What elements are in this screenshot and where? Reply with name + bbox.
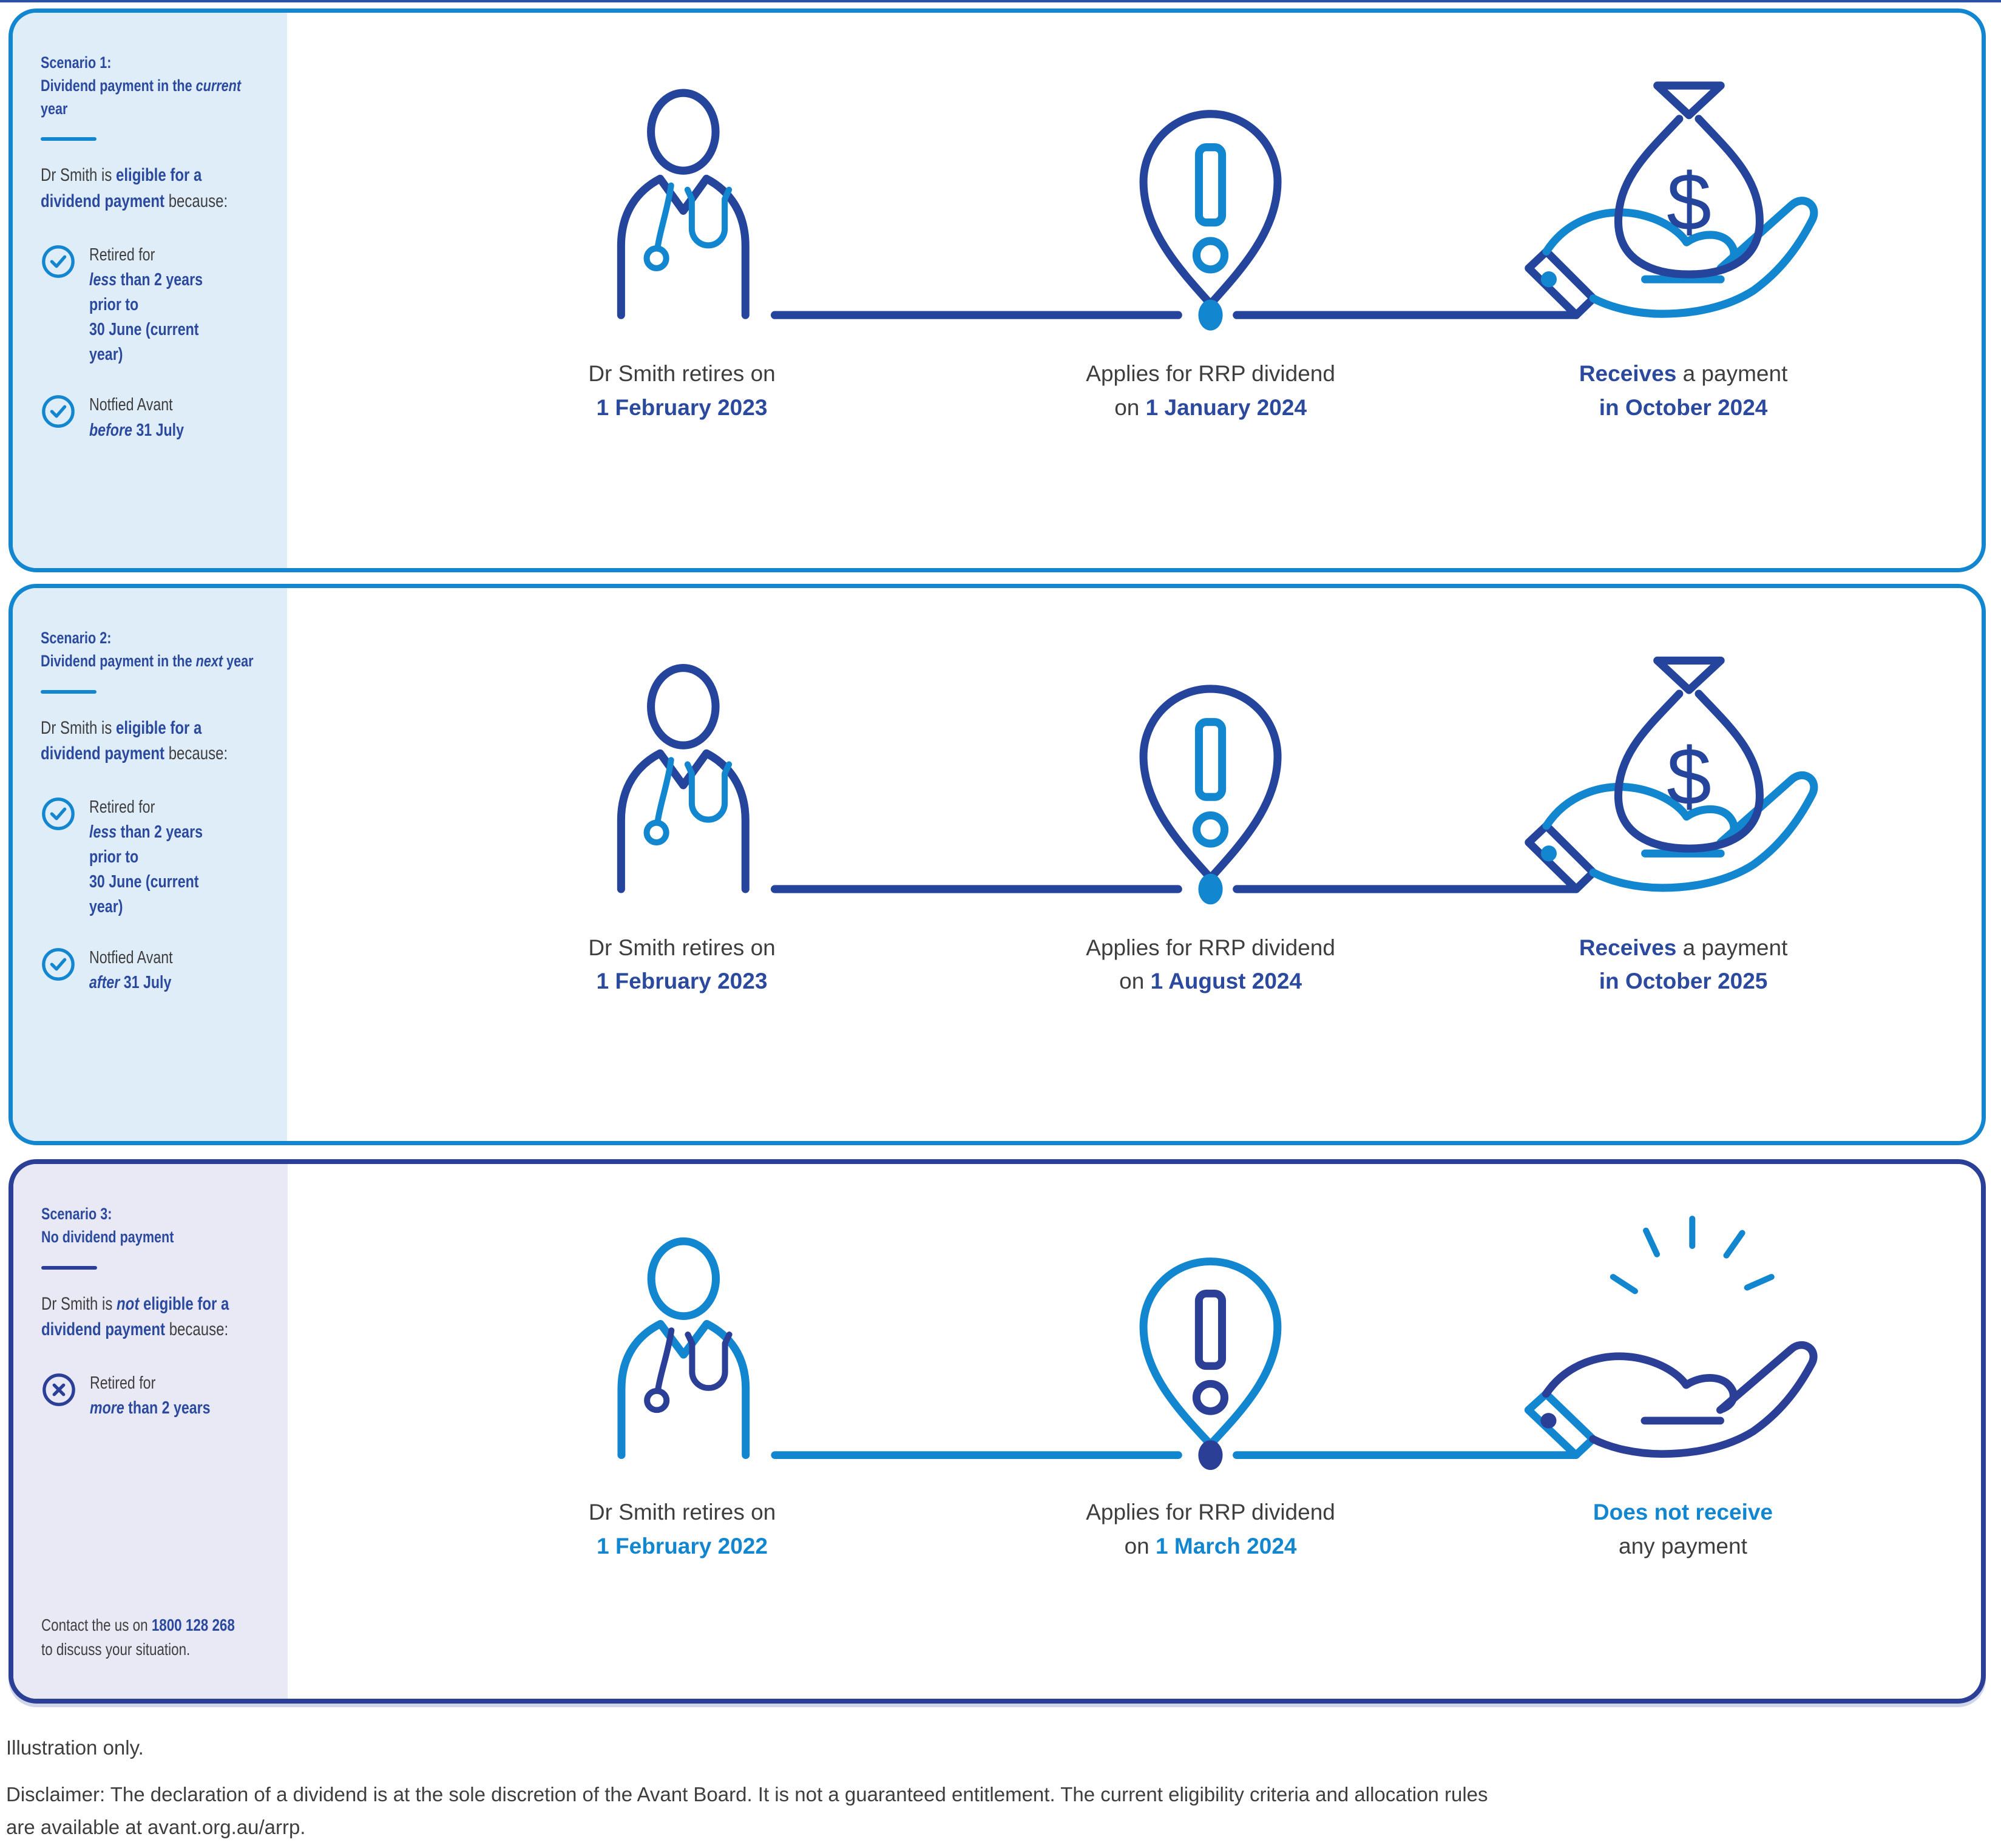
criteria-text: Notfied Avant before 31 July bbox=[89, 395, 185, 440]
location-pin-exclamation-icon bbox=[1139, 1257, 1282, 1449]
eligibility-statement: Dr Smith is eligible for a dividend paym… bbox=[41, 165, 228, 211]
scenario-1-card: Scenario 1: Dividend payment in the curr… bbox=[8, 8, 1986, 572]
timeline-step-label: Applies for RRP dividend on 1 January 20… bbox=[1086, 361, 1335, 420]
scenario-2-panel: Scenario 2: Dividend payment in the next… bbox=[13, 588, 287, 1141]
criteria-list: Retired for less than 2 years prior to 3… bbox=[41, 795, 271, 995]
criteria-list: Retired for more than 2 years bbox=[41, 1371, 272, 1421]
criteria-item: Retired for more than 2 years bbox=[41, 1371, 272, 1421]
scenario-heading: Scenario 3: No dividend payment bbox=[41, 1205, 174, 1246]
timeline-step-label: Dr Smith retires on 1 February 2022 bbox=[588, 1500, 776, 1559]
scenario-1-panel: Scenario 1: Dividend payment in the curr… bbox=[13, 13, 287, 568]
timeline-graphic: $ bbox=[617, 81, 1818, 331]
divider-line bbox=[41, 689, 96, 694]
doctor-icon bbox=[617, 89, 750, 319]
criteria-item: Retired for less than 2 years prior to 3… bbox=[41, 243, 271, 368]
criteria-text: Retired for less than 2 years prior to 3… bbox=[89, 797, 203, 917]
dollar-icon: $ bbox=[1667, 732, 1712, 822]
cross-circle-icon bbox=[41, 1371, 76, 1407]
divider-line bbox=[41, 1265, 97, 1270]
divider-line bbox=[41, 137, 96, 141]
timeline-area: $ Dr Smith retires on 1 February 2023 Ap… bbox=[287, 588, 1982, 1141]
scenario-3-panel: Scenario 3: No dividend payment Dr Smith… bbox=[13, 1164, 288, 1699]
timeline-step-label: Applies for RRP dividend on 1 August 202… bbox=[1086, 935, 1335, 994]
timeline-step-label: Does not receive any payment bbox=[1593, 1500, 1773, 1559]
check-circle-icon bbox=[41, 243, 76, 279]
scenario-2-card: Scenario 2: Dividend payment in the next… bbox=[8, 584, 1986, 1145]
money-bag-in-hand-icon: $ bbox=[1525, 81, 1818, 319]
check-circle-icon bbox=[41, 795, 76, 831]
money-bag-icon: $ bbox=[1614, 81, 1764, 279]
timeline-area: Dr Smith retires on 1 February 2022 Appl… bbox=[288, 1164, 1981, 1699]
eligibility-statement: Dr Smith is eligible for a dividend paym… bbox=[41, 717, 228, 764]
check-circle-icon bbox=[41, 393, 76, 429]
location-pin-exclamation-icon bbox=[1139, 110, 1282, 308]
criteria-text: Retired for more than 2 years bbox=[90, 1373, 211, 1418]
criteria-item: Notfied Avant before 31 July bbox=[41, 393, 271, 442]
timeline-dot bbox=[1198, 873, 1223, 905]
timeline-step-label: Receives a payment in October 2024 bbox=[1579, 361, 1788, 420]
criteria-item: Retired for less than 2 years prior to 3… bbox=[41, 795, 271, 920]
timeline-step-label: Dr Smith retires on 1 February 2023 bbox=[588, 935, 776, 994]
location-pin-exclamation-icon bbox=[1139, 685, 1282, 882]
scenario-heading: Scenario 2: Dividend payment in the next… bbox=[41, 629, 254, 670]
criteria-item: Notfied Avant after 31 July bbox=[41, 946, 271, 995]
scenario-heading: Scenario 1: Dividend payment in the curr… bbox=[41, 53, 242, 118]
timeline-dot bbox=[1198, 1440, 1223, 1471]
scenario-3-card: Scenario 3: No dividend payment Dr Smith… bbox=[8, 1159, 1986, 1704]
sparkle-icon bbox=[1610, 1216, 1775, 1295]
timeline-step-label: Receives a payment in October 2025 bbox=[1579, 935, 1788, 994]
eligibility-statement: Dr Smith is not eligible for a dividend … bbox=[41, 1293, 229, 1340]
doctor-icon bbox=[617, 664, 750, 893]
dollar-icon: $ bbox=[1667, 157, 1712, 248]
disclaimer-text: Disclaimer: The declaration of a dividen… bbox=[6, 1783, 1488, 1839]
timeline-dot bbox=[1198, 299, 1223, 331]
timeline-step-label: Applies for RRP dividend on 1 March 2024 bbox=[1086, 1500, 1335, 1559]
footnote-text: Illustration only. bbox=[6, 1736, 144, 1759]
timeline-graphic: $ bbox=[617, 656, 1818, 905]
criteria-text: Notfied Avant after 31 July bbox=[89, 947, 173, 992]
timeline-step-label: Dr Smith retires on 1 February 2023 bbox=[588, 361, 776, 420]
money-bag-icon: $ bbox=[1614, 656, 1764, 853]
contact-note: Contact the us on 1800 128 268 to discus… bbox=[41, 1615, 235, 1659]
timeline-graphic bbox=[617, 1216, 1818, 1471]
criteria-text: Retired for less than 2 years prior to 3… bbox=[89, 245, 203, 365]
timeline-area: $ Dr Smith retires on 1 February 2023 Ap… bbox=[287, 13, 1982, 568]
empty-hand-icon bbox=[1524, 1216, 1818, 1460]
page-top-rule bbox=[0, 0, 2001, 2]
criteria-list: Retired for less than 2 years prior to 3… bbox=[41, 243, 271, 443]
money-bag-in-hand-icon: $ bbox=[1525, 656, 1818, 893]
check-circle-icon bbox=[41, 946, 76, 982]
doctor-icon bbox=[617, 1237, 750, 1460]
